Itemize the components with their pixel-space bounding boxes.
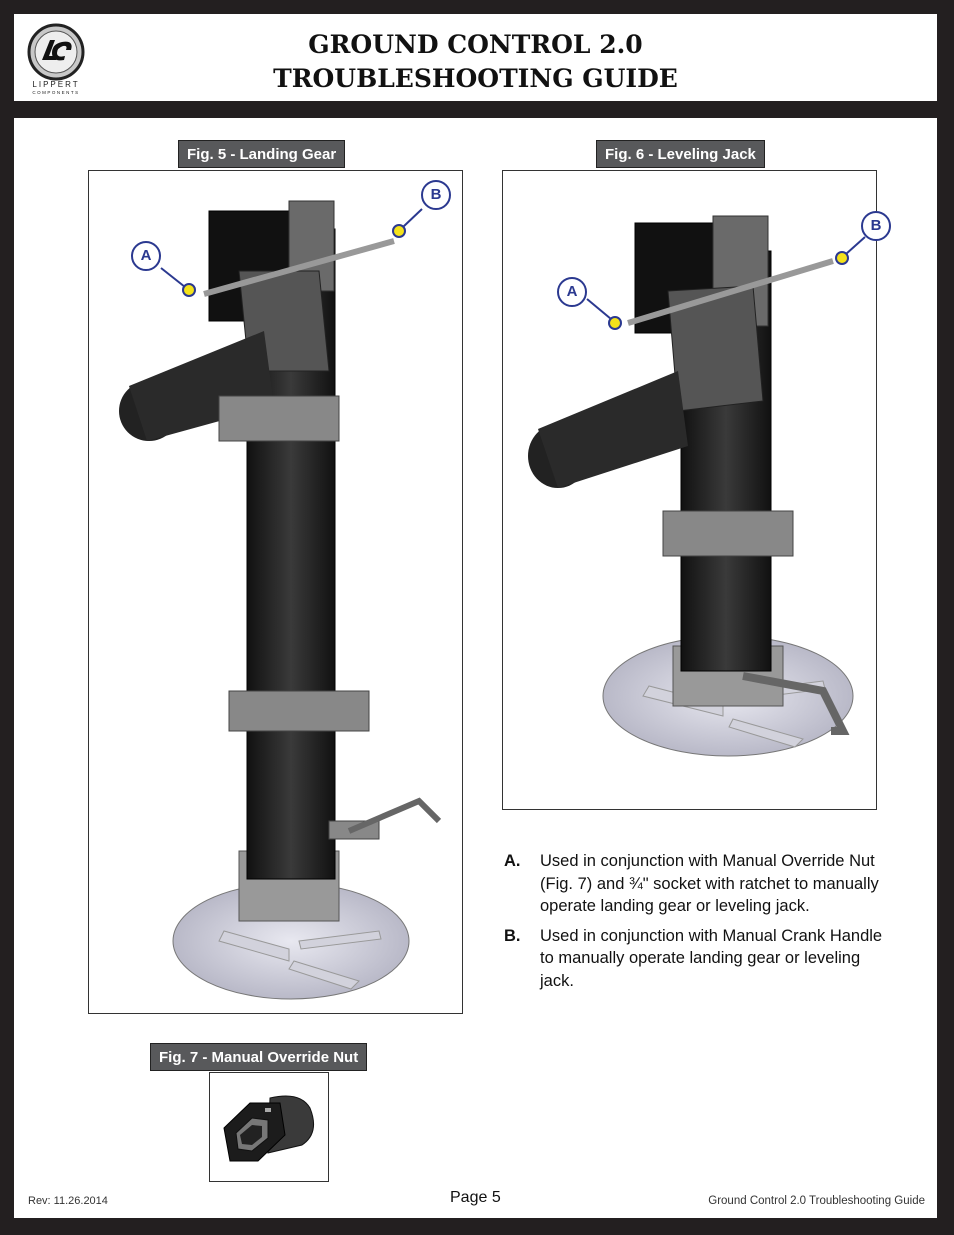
svg-text:COMPONENTS: COMPONENTS <box>32 90 79 95</box>
title-line-1: GROUND CONTROL 2.0 <box>308 30 643 59</box>
fig7-label: Fig. 7 - Manual Override Nut <box>150 1043 368 1071</box>
note-b: B. Used in conjunction with Manual Crank… <box>504 925 894 993</box>
fig6-callout-a: A <box>557 277 587 307</box>
notes-list: A. Used in conjunction with Manual Overr… <box>504 850 894 999</box>
note-a-text: Used in conjunction with Manual Override… <box>540 852 879 915</box>
fig5-label: Fig. 5 - Landing Gear <box>178 140 346 168</box>
override-nut-illustration <box>223 1095 315 1162</box>
page-number: Page 5 <box>450 1189 501 1206</box>
page-title: GROUND CONTROL 2.0 TROUBLESHOOTING GUIDE <box>14 28 937 96</box>
fig5-landing-gear-image: A B <box>88 170 463 1014</box>
page-header: LIPPERT COMPONENTS GROUND CONTROL 2.0 TR… <box>14 14 937 101</box>
note-b-text: Used in conjunction with Manual Crank Ha… <box>540 926 883 990</box>
fig6-callout-b: B <box>861 211 891 241</box>
lci-logo-icon: LIPPERT COMPONENTS <box>27 23 85 95</box>
fig7-override-nut-image <box>209 1072 329 1182</box>
fig5-callout-a: A <box>131 241 161 271</box>
note-a-key: A. <box>504 852 521 870</box>
leveling-jack-illustration <box>528 215 866 757</box>
content-area: Fig. 5 - Landing Gear <box>14 118 937 1218</box>
document-title: Ground Control 2.0 Troubleshooting Guide <box>708 1195 925 1207</box>
revision-date: Rev: 11.26.2014 <box>28 1195 108 1207</box>
note-a: A. Used in conjunction with Manual Overr… <box>504 850 894 918</box>
fig6-leveling-jack-image: A B <box>502 170 891 810</box>
title-line-2: TROUBLESHOOTING GUIDE <box>273 64 678 93</box>
fig5-callout-b: B <box>421 180 451 210</box>
fig6-label: Fig. 6 - Leveling Jack <box>596 140 765 168</box>
note-b-key: B. <box>504 926 521 945</box>
landing-gear-illustration <box>119 200 442 1000</box>
svg-text:LIPPERT: LIPPERT <box>32 80 79 89</box>
